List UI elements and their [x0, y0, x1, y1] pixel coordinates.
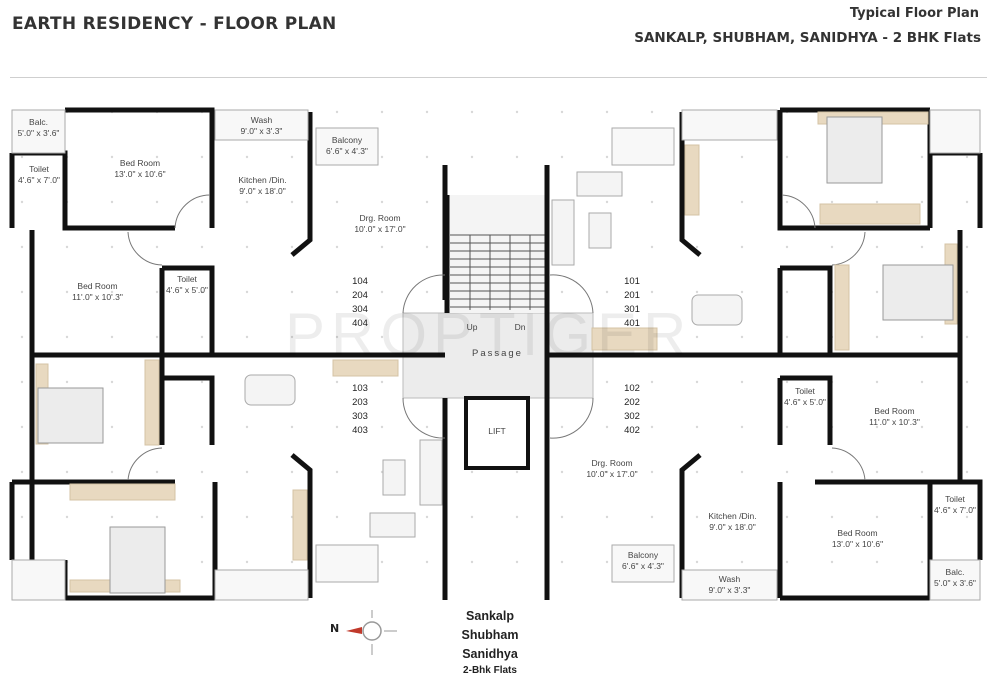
- stairs-up-label: Up: [466, 322, 478, 332]
- legend-flat-type: 2-Bhk Flats: [463, 665, 517, 676]
- building-legend: Sankalp Shubham Sanidhya 2-Bhk Flats: [440, 607, 540, 678]
- passage-label: Passage: [472, 348, 523, 359]
- lift-label: LIFT: [488, 426, 506, 436]
- legend-shubham: Shubham: [461, 628, 519, 642]
- legend-sankalp: Sankalp: [466, 609, 514, 623]
- room-label-balc-tl: Balc.5'.0" x 3'.6": [17, 117, 60, 138]
- legend-sanidhya: Sanidhya: [462, 647, 518, 661]
- plan-type-subtitle: Typical Floor Plan: [849, 6, 979, 21]
- page-title: EARTH RESIDENCY - FLOOR PLAN: [12, 14, 337, 34]
- buildings-subtitle: SANKALP, SHUBHAM, SANIDHYA - 2 BHK Flats: [634, 30, 981, 46]
- compass-north-label: N: [330, 622, 340, 635]
- header-divider: [10, 77, 987, 78]
- room-label-kitchen-tl: Kitchen /Din.9'.0" x 18'.0": [238, 175, 287, 196]
- room-label-kitchen-br: Kitchen /Din.9'.0" x 18'.0": [708, 511, 757, 532]
- watermark: PROPTIGER: [285, 301, 693, 368]
- room-label-balc-br: Balc.5'.0" x 3'.6": [934, 567, 976, 588]
- stairs-down-label: Dn: [514, 322, 526, 332]
